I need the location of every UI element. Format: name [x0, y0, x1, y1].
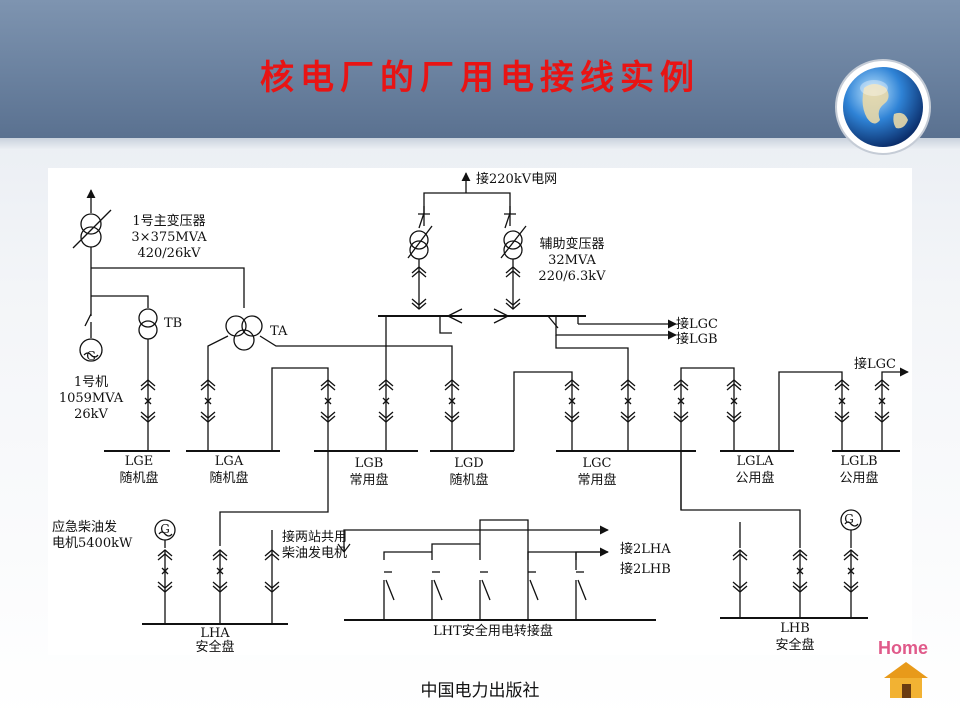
diesel-label-1: 应急柴油发: [52, 520, 118, 535]
to-lgb-label: 接LGB: [676, 332, 718, 347]
tb-label: TB: [164, 316, 183, 331]
bus-lgla-name: 公用盘: [735, 471, 775, 486]
to-2lha-label: 接2LHA: [620, 542, 671, 557]
header-band: [0, 138, 960, 150]
grid-connection-label: 接220kV电网: [476, 172, 558, 187]
main-transformer-label-2: 3×375MVA: [131, 230, 207, 245]
main-transformer-label-3: 420/26kV: [137, 246, 201, 261]
gen-symbol: G: [86, 349, 96, 363]
bus-lgc-code: LGC: [582, 456, 612, 471]
bus-lglb-code: LGLB: [840, 454, 878, 469]
generator-label-1: 1号机: [73, 375, 109, 390]
bus-lga-code: LGA: [214, 454, 244, 469]
slide-header: [0, 0, 960, 138]
main-transformer-label-1: 1号主变压器: [132, 214, 206, 229]
generator-label-3: 26kV: [74, 407, 108, 422]
home-button[interactable]: Home: [876, 636, 940, 704]
bus-lglb-name: 公用盘: [839, 471, 879, 486]
to-2lhb-label: 接2LHB: [620, 562, 671, 577]
bus-lha-name: 安全盘: [195, 640, 235, 655]
bus-lht-label: LHT安全用电转接盘: [433, 624, 553, 639]
shared-diesel-label-1: 接两站共用: [282, 530, 348, 545]
home-label: Home: [878, 638, 929, 658]
bus-lge-code: LGE: [124, 454, 154, 469]
aux-transformer-label-2: 32MVA: [548, 253, 596, 268]
wiring-diagram: 接220kV电网 1号主变压器 3×375MVA 420/26kV 辅助变压器 …: [48, 168, 912, 655]
slide-title: 核电厂的厂用电接线实例: [260, 58, 700, 98]
home-icon: [884, 662, 928, 698]
diesel-label-2: 电机5400kW: [52, 536, 133, 551]
bus-lhb-code: LHB: [780, 621, 810, 636]
bus-lgd-code: LGD: [454, 456, 484, 471]
aux-transformer-label-1: 辅助变压器: [539, 237, 605, 252]
to-lgc-label: 接LGC: [676, 317, 718, 332]
to-lgc-label-2: 接LGC: [854, 357, 896, 372]
bus-lhb-name: 安全盘: [775, 638, 815, 653]
generator-label-2: 1059MVA: [58, 391, 124, 406]
lhb-gen-symbol: G: [844, 512, 854, 526]
bus-lgla-code: LGLA: [736, 454, 774, 469]
bus-lgb-name: 常用盘: [349, 473, 389, 488]
aux-transformer-label-3: 220/6.3kV: [538, 269, 606, 284]
shared-diesel-label-2: 柴油发电机: [282, 546, 348, 561]
bus-lga-name: 随机盘: [209, 471, 249, 486]
publisher-footer: 中国电力出版社: [420, 681, 540, 701]
globe-icon: [835, 59, 931, 155]
bus-lgd-name: 随机盘: [449, 473, 489, 488]
bus-lge-name: 随机盘: [119, 471, 159, 486]
diesel-gen-symbol: G: [160, 522, 170, 536]
bus-lgc-name: 常用盘: [577, 473, 617, 488]
bus-lgb-code: LGB: [354, 456, 384, 471]
ta-label: TA: [270, 324, 288, 339]
single-line-schematic: [72, 172, 909, 625]
bus-lha-code: LHA: [200, 626, 230, 641]
